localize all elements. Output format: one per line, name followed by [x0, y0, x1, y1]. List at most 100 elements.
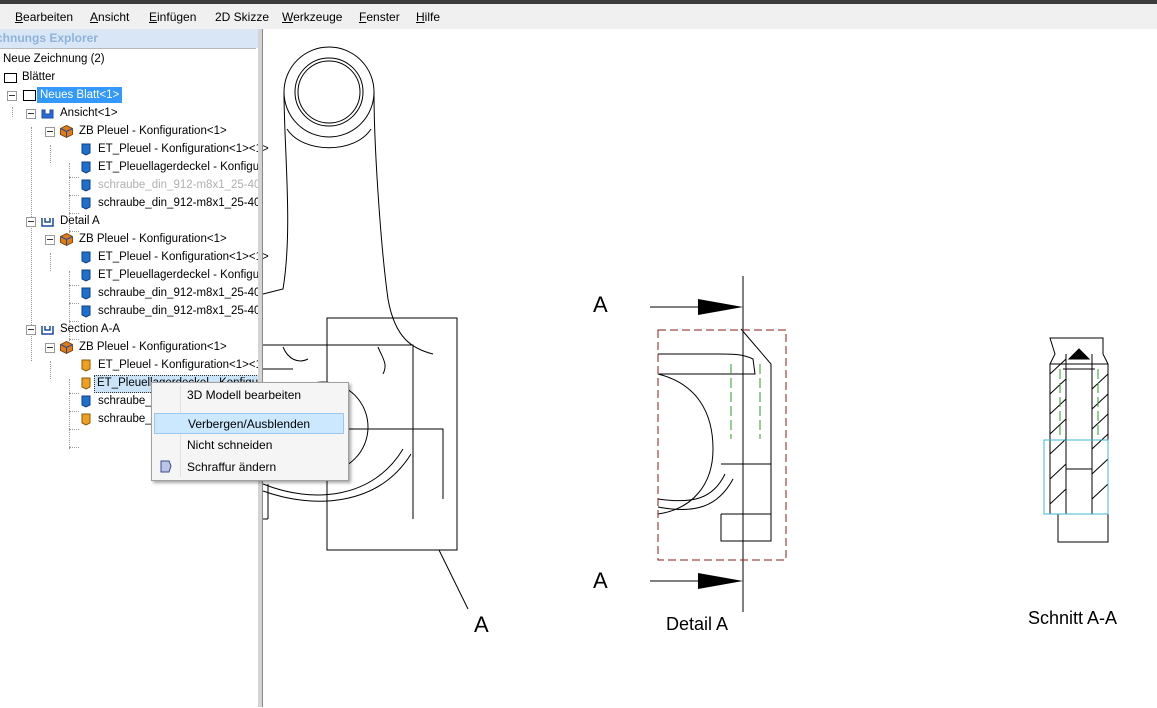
explorer-title-bar: chnungs Explorer — [0, 29, 258, 48]
label-a-top: A — [593, 292, 608, 317]
tree-root[interactable]: Neue Zeichnung (2) — [3, 53, 105, 65]
tree-connector — [69, 213, 79, 214]
tree-connector — [69, 231, 79, 232]
tree-item-part[interactable]: schraube_din_912-m8x1_25-40 — [98, 287, 261, 299]
collapse-toggle[interactable] — [7, 91, 17, 101]
label-a-bottom: A — [593, 568, 608, 593]
tree-item-assembly[interactable]: ZB Pleuel - Konfiguration<1> — [79, 125, 227, 137]
tree-item-part[interactable]: ET_Pleuel - Konfiguration<1><1> — [98, 143, 269, 155]
tree-item-part[interactable]: schraube_ — [98, 395, 152, 407]
tree-connector — [69, 393, 79, 394]
part-icon — [81, 305, 91, 318]
tree-connector — [69, 411, 79, 412]
part-icon — [81, 269, 91, 282]
tree-connector — [69, 285, 79, 286]
tree-connector — [69, 379, 70, 449]
section-part-icon — [81, 359, 91, 372]
tree-connector — [69, 321, 79, 322]
context-menu: 3D Modell bearbeiten Verbergen/Ausblende… — [151, 382, 349, 481]
tree-connector — [69, 339, 79, 340]
menu-item-schraffur-aendern[interactable]: Schraffur ändern — [187, 460, 277, 474]
tree-item-neues-blatt[interactable]: Neues Blatt<1> — [37, 87, 123, 103]
part-icon — [81, 143, 91, 156]
tree-item-ansicht[interactable]: Ansicht<1> — [60, 107, 118, 119]
detail-hidden-lines — [657, 329, 787, 561]
main-view-geometry — [262, 46, 469, 610]
collapse-toggle[interactable] — [45, 343, 55, 353]
window-top-border — [0, 0, 1157, 4]
collapse-toggle[interactable] — [45, 127, 55, 137]
tree-connector — [69, 447, 79, 448]
tree-item-part[interactable]: ET_Pleuellagerdeckel - Konfigu — [98, 269, 260, 281]
part-icon — [81, 197, 91, 210]
explorer-title: chnungs Explorer — [0, 31, 99, 45]
detail-center-lines — [730, 364, 761, 439]
tree-item-sheets[interactable]: Blätter — [22, 71, 56, 83]
tree-item-part[interactable]: ET_Pleuel - Konfiguration<1><1> — [98, 251, 269, 263]
assembly-icon — [60, 232, 73, 247]
tree-item-part[interactable]: schraube_din_912-m8x1_25-40 — [98, 305, 261, 317]
menu-werkzeuge[interactable]: Werkzeuge — [282, 10, 343, 24]
section-arrow-bottom — [698, 573, 743, 589]
tree-item-part-hidden[interactable]: schraube_din_912-m8x1_25-40 — [98, 179, 261, 191]
section-view-icon — [41, 326, 54, 335]
tree-connector — [12, 107, 13, 117]
tree-connector — [50, 145, 51, 163]
tree-connector — [69, 303, 79, 304]
panel-splitter[interactable] — [258, 29, 263, 707]
tree-connector — [50, 253, 51, 271]
assembly-icon — [60, 124, 73, 139]
assembly-icon — [60, 340, 73, 355]
part-icon — [81, 395, 91, 408]
tree-connector — [69, 163, 70, 233]
menu-fenster[interactable]: Fenster — [359, 10, 400, 24]
tree-item-section-a-a[interactable]: Section A-A — [60, 323, 121, 335]
tree-item-assembly[interactable]: ZB Pleuel - Konfiguration<1> — [79, 341, 227, 353]
menu-einfuegen[interactable]: Einfügen — [149, 10, 197, 24]
detail-view-icon — [41, 218, 54, 227]
section-part-icon — [81, 413, 91, 426]
drawing-sheet — [262, 46, 1109, 612]
explorer-tree[interactable]: Neue Zeichnung (2) Blätter Neues Blatt<1… — [0, 48, 269, 708]
menu-bar: Bearbeiten Ansicht Einfügen 2D Skizze We… — [0, 4, 1157, 29]
menu-2d-skizze[interactable]: 2D Skizze — [215, 10, 270, 24]
section-arrow-top — [698, 299, 743, 315]
section-part-icon — [81, 377, 91, 390]
tree-item-assembly[interactable]: ZB Pleuel - Konfiguration<1> — [79, 233, 227, 245]
menu-bearbeiten[interactable]: Bearbeiten — [15, 10, 74, 24]
menu-item-3d-modell-bearbeiten[interactable]: 3D Modell bearbeiten — [187, 388, 302, 402]
tree-item-part[interactable]: schraube_ — [98, 413, 152, 425]
tree-connector — [69, 429, 79, 430]
tree-item-part[interactable]: schraube_din_912-m8x1_25-40 — [98, 197, 261, 209]
part-icon — [81, 179, 91, 192]
part-icon — [81, 161, 91, 174]
tree-item-detail-a[interactable]: Detail A — [60, 215, 100, 227]
menu-ansicht[interactable]: Ansicht — [90, 10, 130, 24]
drawing-explorer-panel: chnungs Explorer Neue Zeichnung (2) Blät… — [0, 29, 269, 708]
hatch-icon — [160, 460, 172, 473]
sheets-folder-icon — [4, 73, 17, 83]
drawing-canvas[interactable]: A A A Detail A Schnitt A-A — [262, 29, 1157, 707]
part-icon — [81, 287, 91, 300]
collapse-toggle[interactable] — [45, 235, 55, 245]
caption-detail-a: Detail A — [666, 614, 729, 634]
view-icon — [41, 109, 54, 119]
collapse-toggle[interactable] — [26, 109, 36, 119]
section-cyan-outline — [1043, 439, 1109, 515]
collapse-toggle[interactable] — [26, 217, 36, 227]
menu-hilfe[interactable]: Hilfe — [416, 10, 441, 24]
tree-connector — [69, 195, 79, 196]
menu-item-nicht-schneiden[interactable]: Nicht schneiden — [187, 438, 273, 452]
collapse-toggle[interactable] — [26, 325, 36, 335]
tree-item-part[interactable]: ET_Pleuel - Konfiguration<1><1 — [98, 359, 262, 371]
tree-connector — [69, 177, 79, 178]
section-center-lines — [1059, 369, 1099, 439]
part-icon — [81, 251, 91, 264]
menu-item-verbergen-ausblenden[interactable]: Verbergen/Ausblenden — [154, 413, 344, 434]
detail-view-geometry — [650, 276, 772, 612]
label-a-main: A — [474, 612, 489, 637]
tree-connector — [50, 361, 51, 379]
tree-item-part[interactable]: ET_Pleuellagerdeckel - Konfigu — [98, 161, 260, 173]
tree-connector — [31, 127, 32, 361]
sheet-icon — [23, 90, 36, 101]
